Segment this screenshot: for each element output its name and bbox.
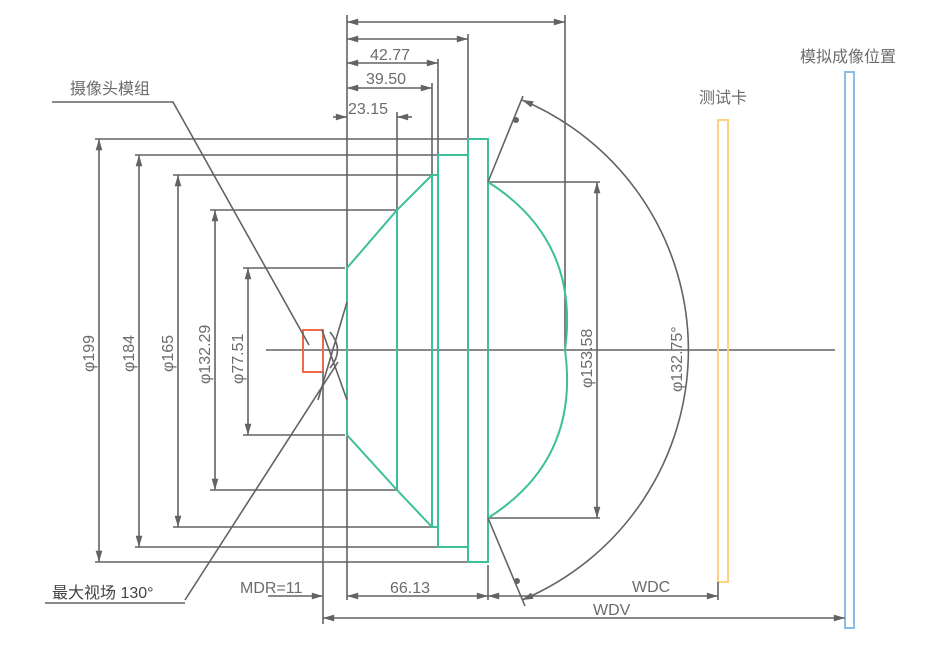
dim-mdr: MDR=11 (240, 580, 302, 597)
camera-module-label: 摄像头模组 (70, 80, 150, 98)
test-card-label: 测试卡 (699, 89, 747, 107)
camera-leader (52, 101, 310, 346)
top-dimensions (333, 15, 566, 600)
dim-wdv: WDV (593, 602, 631, 619)
image-position-label: 模拟成像位置 (800, 48, 896, 66)
dim-42-77: 42.77 (370, 47, 410, 64)
dim-d77-51: φ77.51 (230, 333, 247, 384)
max-fov-label: 最大视场 130° (52, 584, 154, 602)
bottom-dimensions (268, 372, 846, 624)
dim-d165: φ165 (160, 335, 177, 372)
dim-39-50: 39.50 (366, 71, 406, 88)
fov-arc (487, 95, 690, 607)
dim-d132-29: φ132.29 (197, 325, 214, 384)
image-plane (844, 71, 855, 629)
diameter-dimensions (95, 138, 601, 563)
dim-angle: φ132.75° (669, 326, 686, 392)
dim-d199: φ199 (81, 335, 98, 372)
dim-d184: φ184 (121, 335, 138, 372)
lens-body (346, 138, 569, 563)
dim-66-13: 66.13 (390, 580, 430, 597)
test-card (717, 119, 729, 583)
dim-23-15: 23.15 (348, 101, 388, 118)
dim-wdc: WDC (632, 579, 670, 596)
dim-d153-58: φ153.58 (579, 329, 596, 388)
camera-module (302, 329, 324, 373)
